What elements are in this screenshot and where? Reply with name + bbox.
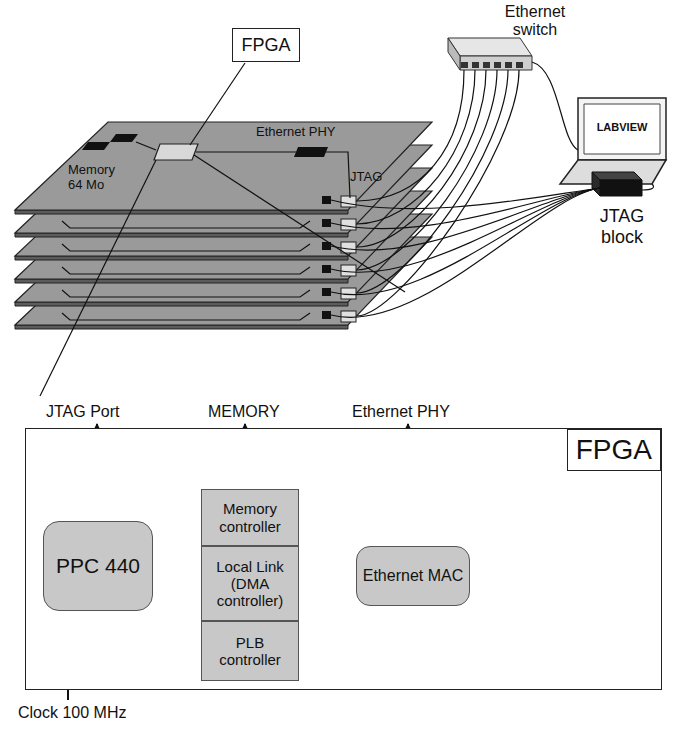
jtag-connector [322,288,331,296]
mac-box: Ethernet MAC [356,546,470,606]
switch-port [505,62,512,68]
switch-ports [461,62,523,68]
ethernet-port [341,288,356,299]
ethernet-cable [357,70,519,316]
board [15,122,432,210]
switch-port [483,62,490,68]
controller-box: Memory controller [201,489,299,546]
ethernet-cable [532,62,578,150]
port-label: JTAG Port [46,403,120,421]
fpga-box: FPGA PPC 440 Memory controllerLocal Link (… [25,428,662,690]
switch-port [472,62,479,68]
board-trace [62,313,310,320]
chip-label: Ethernet PHY [256,125,336,140]
board-trace [62,244,310,251]
fpga-chip [154,144,198,160]
jtag-connector [322,196,331,204]
dma-box: Local Link (DMA controller) [201,546,299,621]
jtag-block [592,172,642,196]
switch-port [461,62,468,68]
node-text: Local Link (DMA controller) [202,558,298,610]
fpga-title: FPGA [567,429,661,471]
jtag-connector [322,311,331,319]
jtag-cable [331,188,600,229]
node-text: PPC 440 [51,554,145,578]
device-label: Ethernet switch [490,3,580,40]
laptop [560,98,666,184]
device-label: JTAG block [586,206,658,247]
board-stack [15,122,432,329]
ethernet-port [341,219,356,230]
callout-box: FPGA [232,28,300,62]
node-text: Memory controller [202,500,298,535]
jtag-connector [322,219,331,227]
ethernet-switch [448,38,532,70]
board-trace [62,267,310,274]
switch-port [516,62,523,68]
processor-box: PPC 440 [43,521,153,611]
jtag-cable [331,188,600,250]
switch-port [494,62,501,68]
jtag-connector [322,265,331,273]
jtag-cable [331,188,600,317]
port-label: MEMORY [208,403,280,421]
chip-label: Memory 64 Mo [68,163,126,193]
screen-text: LABVIEW [584,121,660,134]
controller-box: PLB controller [201,621,299,681]
jtag-cable [331,188,600,272]
usb-cable [642,184,654,190]
signal-label: Clock 100 MHz [18,704,126,722]
leader-lines [40,63,405,396]
ethernet-port [341,265,356,276]
ethernet-cable [357,70,486,247]
port-label: JTAG [350,170,382,185]
ethernet-port [341,196,356,207]
jtag-cable [331,188,600,295]
port-label: Ethernet PHY [352,403,450,421]
board-trace [62,221,310,228]
node-text: Ethernet MAC [358,567,468,585]
node-text: FPGA [236,35,295,56]
top-board-parts [82,134,350,198]
node-text: PLB controller [202,634,298,669]
board-trace [62,290,310,297]
cables [331,62,654,317]
